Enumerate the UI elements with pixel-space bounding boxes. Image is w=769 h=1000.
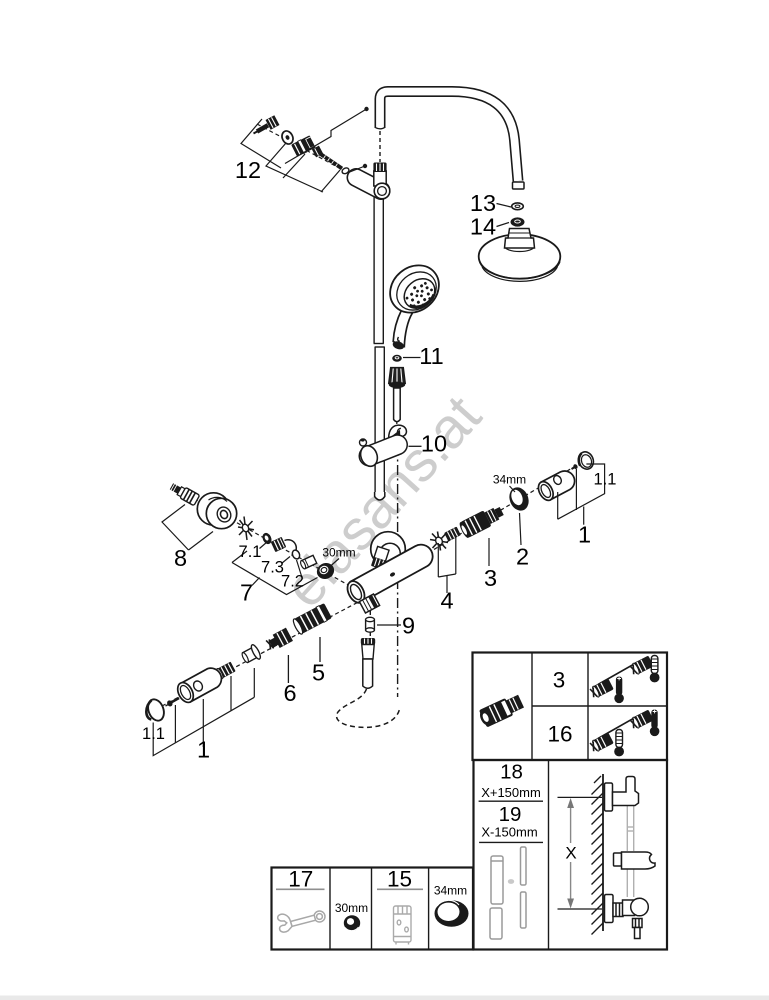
svg-text:X-150mm: X-150mm <box>481 824 537 839</box>
svg-text:1.1: 1.1 <box>594 471 617 489</box>
svg-text:1: 1 <box>197 737 210 763</box>
svg-text:1.1: 1.1 <box>142 725 165 743</box>
svg-text:15: 15 <box>387 867 412 892</box>
svg-text:3: 3 <box>484 565 497 591</box>
svg-text:1: 1 <box>578 522 591 548</box>
svg-text:34mm: 34mm <box>434 884 467 898</box>
svg-text:3: 3 <box>553 668 566 693</box>
svg-text:18: 18 <box>500 761 523 784</box>
svg-text:11: 11 <box>419 343 443 369</box>
svg-text:7: 7 <box>240 580 253 606</box>
svg-text:8: 8 <box>174 545 187 571</box>
svg-text:6: 6 <box>283 680 296 706</box>
svg-text:X: X <box>565 844 576 863</box>
svg-text:7.2: 7.2 <box>281 573 304 591</box>
svg-text:X+150mm: X+150mm <box>481 785 541 800</box>
svg-text:9: 9 <box>402 613 415 639</box>
svg-text:19: 19 <box>499 803 522 826</box>
svg-text:16: 16 <box>547 722 572 747</box>
svg-text:7.3: 7.3 <box>261 559 284 577</box>
svg-text:4: 4 <box>440 588 453 614</box>
svg-text:12: 12 <box>235 157 261 183</box>
svg-text:13: 13 <box>470 190 496 216</box>
svg-text:34mm: 34mm <box>493 473 526 487</box>
svg-text:7.1: 7.1 <box>239 543 262 561</box>
svg-text:30mm: 30mm <box>335 901 368 915</box>
svg-text:17: 17 <box>288 867 313 892</box>
svg-text:2: 2 <box>516 544 529 570</box>
svg-text:10: 10 <box>421 431 447 457</box>
svg-text:5: 5 <box>312 660 325 686</box>
svg-text:14: 14 <box>470 214 496 240</box>
svg-text:30mm: 30mm <box>322 546 355 560</box>
